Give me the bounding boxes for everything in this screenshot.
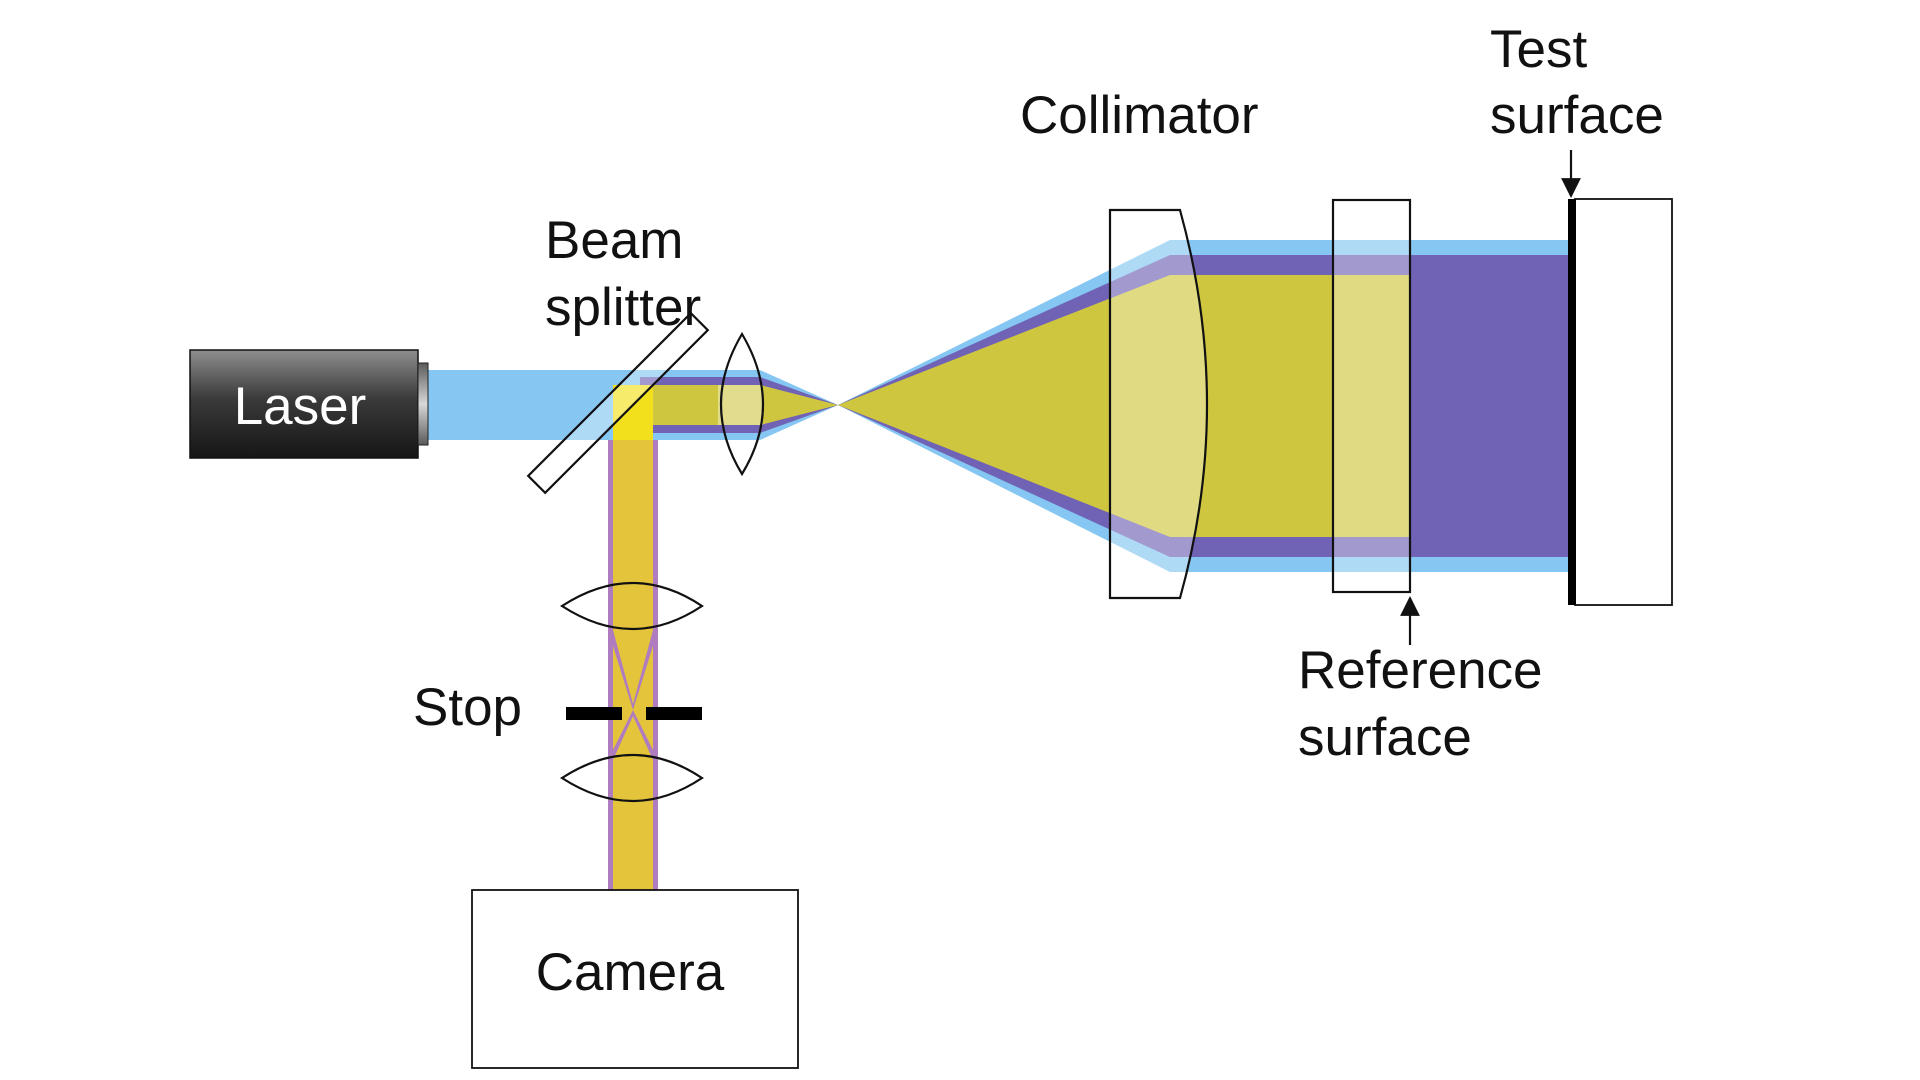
test-surface-label-2: surface — [1490, 86, 1664, 145]
diverging-cone-inner — [838, 275, 1170, 537]
collimator-lens — [1108, 208, 1209, 600]
reference-surface-plate — [1331, 198, 1412, 594]
imaging-lens-lower — [559, 754, 704, 802]
splitter-junction — [613, 385, 653, 440]
test-surface-face — [1568, 199, 1576, 605]
beam-to-stop-core — [613, 630, 653, 704]
beam-splitter-label-1: Beam — [545, 211, 683, 270]
beam-from-stop-core — [613, 716, 653, 760]
stop-label: Stop — [413, 678, 522, 737]
aperture-stop-left — [566, 707, 622, 720]
splitter-junction-right — [653, 385, 663, 425]
laser-body — [189, 349, 419, 459]
beam-splitter-plate — [526, 311, 710, 495]
beam-splitter — [526, 311, 710, 495]
reference-surface-label-2: surface — [1298, 708, 1472, 767]
reference-surface-label-1: Reference — [1298, 641, 1543, 700]
camera-box — [471, 889, 799, 1069]
focusing-lens — [720, 331, 764, 477]
camera-label: Camera — [536, 943, 725, 1002]
beam-splitter-label-2: splitter — [545, 278, 701, 337]
test-surface-block — [1574, 198, 1673, 606]
test-surface-label-1: Test — [1490, 20, 1587, 79]
lens-overlap-highlight — [718, 385, 763, 425]
aperture-stop-right — [646, 707, 702, 720]
collimated-beam-yellow — [1170, 275, 1410, 537]
laser-label: Laser — [234, 377, 367, 436]
beam-paths — [427, 240, 1570, 890]
collimator-label: Collimator — [1020, 86, 1259, 145]
imaging-lens-upper — [559, 582, 704, 630]
laser: Laser — [189, 349, 429, 459]
laser-nozzle — [417, 362, 429, 446]
